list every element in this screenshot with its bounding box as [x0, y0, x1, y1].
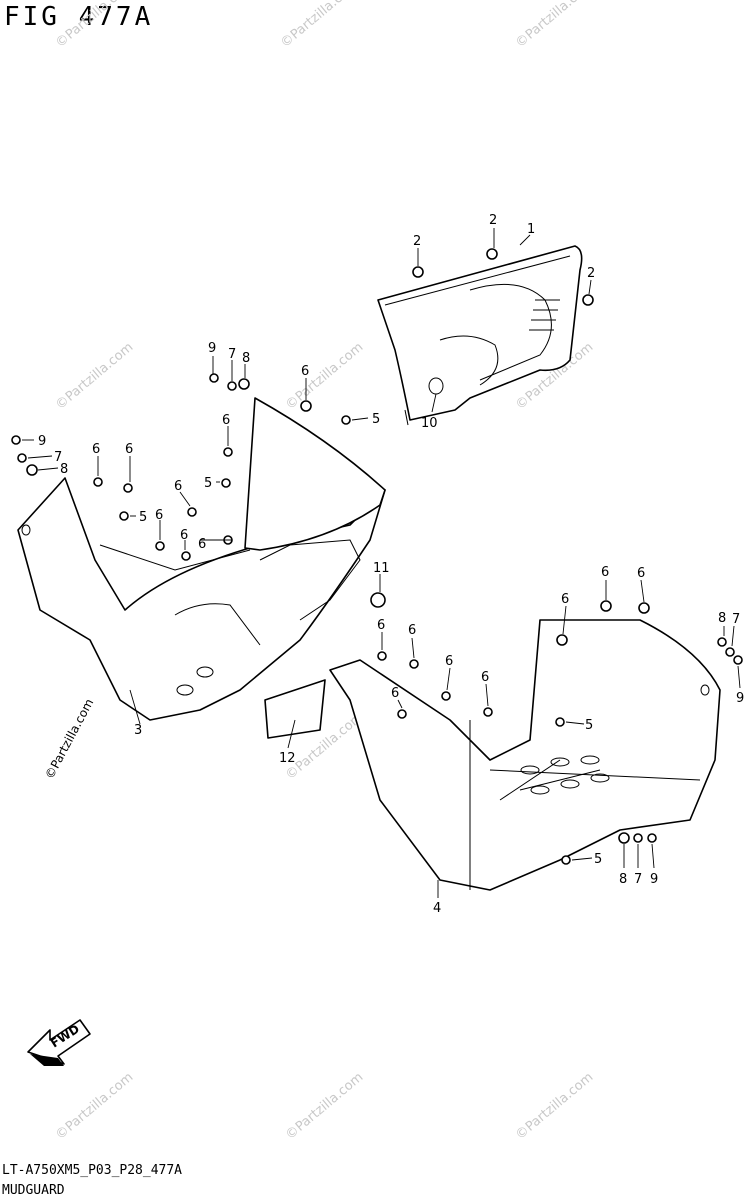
- callout-6: 6: [445, 654, 453, 669]
- callout-1: 1: [527, 222, 535, 237]
- callout-12: 12: [279, 751, 296, 766]
- callout-6: 6: [180, 528, 188, 543]
- callout-10: 10: [421, 416, 438, 431]
- watermark: ©Partzilla.com: [53, 0, 136, 51]
- callout-6: 6: [198, 537, 206, 552]
- callout-8: 8: [718, 611, 726, 626]
- watermark: ©Partzilla.com: [513, 0, 596, 51]
- figure-name: MUDGUARD: [2, 1183, 65, 1198]
- callout-2: 2: [489, 213, 497, 228]
- callout-6: 6: [377, 618, 385, 633]
- callout-6: 6: [301, 364, 309, 379]
- callout-6: 6: [92, 442, 100, 457]
- callout-5: 5: [139, 510, 147, 525]
- watermark: ©Partzilla.com: [53, 1070, 136, 1143]
- callout-9: 9: [208, 341, 216, 356]
- callout-7: 7: [228, 347, 236, 362]
- callout-11: 11: [373, 561, 390, 576]
- callout-9: 9: [38, 434, 46, 449]
- callout-6: 6: [601, 565, 609, 580]
- watermark: ©Partzilla.com: [53, 340, 136, 413]
- part-4-right-mudguard: [329, 619, 721, 891]
- callout-7: 7: [634, 872, 642, 887]
- callout-6: 6: [222, 413, 230, 428]
- callout-9: 9: [736, 691, 744, 706]
- figure-code: LT-A750XM5_P03_P28_477A: [2, 1163, 183, 1178]
- callout-6: 6: [408, 623, 416, 638]
- callout-6: 6: [125, 442, 133, 457]
- callout-8: 8: [60, 462, 68, 477]
- callout-7: 7: [732, 612, 740, 627]
- callout-5: 5: [594, 852, 602, 867]
- fwd-arrow-icon: FWD: [27, 1019, 91, 1066]
- callout-8: 8: [242, 351, 250, 366]
- callout-4: 4: [433, 901, 441, 916]
- callout-6: 6: [174, 479, 182, 494]
- callout-2: 2: [587, 266, 595, 281]
- callout-6: 6: [637, 566, 645, 581]
- part-12-pad: [264, 679, 326, 739]
- leader-lines: [22, 228, 741, 898]
- watermark: ©Partzilla.com: [513, 1070, 596, 1143]
- figure-title: FIG 477A: [4, 2, 154, 32]
- callout-6: 6: [391, 686, 399, 701]
- watermark-dark: ©Partzilla.com: [42, 696, 96, 781]
- fasteners: [11, 248, 743, 865]
- callout-3: 3: [134, 723, 142, 738]
- watermark: ©Partzilla.com: [278, 0, 361, 51]
- callout-6: 6: [481, 670, 489, 685]
- callout-5: 5: [372, 412, 380, 427]
- callout-6: 6: [561, 592, 569, 607]
- watermark: ©Partzilla.com: [283, 1070, 366, 1143]
- part-1-cover: [377, 245, 583, 426]
- callout-5: 5: [204, 476, 212, 491]
- callout-9: 9: [650, 872, 658, 887]
- part-3-left-mudguard: [17, 397, 386, 721]
- callout-2: 2: [413, 234, 421, 249]
- callout-5: 5: [585, 718, 593, 733]
- watermark: ©Partzilla.com: [283, 340, 366, 413]
- callout-6: 6: [155, 508, 163, 523]
- callout-7: 7: [54, 450, 62, 465]
- callout-8: 8: [619, 872, 627, 887]
- callouts: 1 2 2 2 10 9 7 8 6 5 6 5 9 7 8 6 6 5 6 6…: [38, 213, 744, 916]
